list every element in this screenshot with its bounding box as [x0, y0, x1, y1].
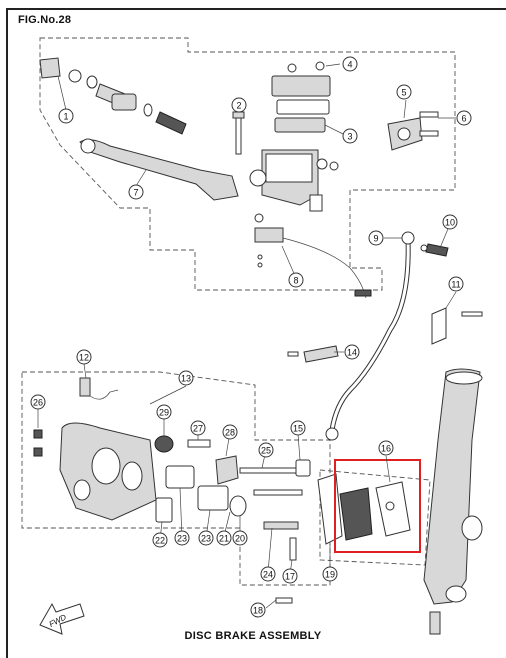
brake-switch-harness	[254, 213, 372, 299]
callout-26: 26	[30, 394, 46, 410]
callout-number: 3	[347, 132, 352, 142]
callout-number: 4	[347, 60, 352, 70]
figure-label: FIG.No.28	[18, 14, 72, 26]
highlight-box	[334, 459, 421, 553]
pad-spring-19	[317, 473, 343, 545]
callout-9: 9	[368, 230, 384, 246]
callout-number: 13	[181, 374, 191, 384]
callout-number: 10	[445, 218, 455, 228]
frame-top-rule	[6, 8, 506, 10]
callout-number: 29	[159, 408, 169, 418]
callout-number: 1	[63, 112, 68, 122]
callout-15: 15	[290, 420, 306, 436]
callout-number: 9	[373, 234, 378, 244]
callout-number: 23	[177, 534, 187, 544]
callout-number: 14	[347, 348, 357, 358]
callout-1: 1	[58, 108, 74, 124]
reservoir-cap-assembly	[271, 61, 331, 133]
caps-26	[33, 429, 43, 457]
callout-number: 19	[325, 570, 335, 580]
callout-number: 26	[33, 398, 43, 408]
caliper-body	[59, 422, 157, 521]
brake-hose	[325, 231, 415, 441]
callout-number: 2	[236, 101, 241, 111]
callout-number: 11	[451, 280, 460, 290]
callout-number: 21	[219, 534, 229, 544]
callout-8: 8	[288, 272, 304, 288]
callout-18: 18	[250, 602, 266, 618]
hose-guide-11	[431, 307, 483, 345]
callout-number: 25	[261, 446, 271, 456]
callout-number: 27	[193, 424, 203, 434]
callout-number: 28	[225, 428, 235, 438]
callout-14: 14	[344, 344, 360, 360]
callout-27: 27	[190, 420, 206, 436]
callout-6: 6	[456, 110, 472, 126]
callout-2: 2	[231, 97, 247, 113]
diagram-title: DISC BRAKE ASSEMBLY	[184, 630, 322, 642]
caliper-internals	[154, 435, 311, 604]
callout-4: 4	[342, 56, 358, 72]
callout-number: 20	[235, 534, 245, 544]
callout-10: 10	[442, 214, 458, 230]
callout-24: 24	[260, 566, 276, 582]
callout-20: 20	[232, 530, 248, 546]
callout-number: 23	[201, 534, 211, 544]
callout-19: 19	[322, 566, 338, 582]
bleeder-screw-12	[79, 377, 119, 400]
callout-11: 11	[448, 276, 464, 292]
clamp-holder	[387, 111, 439, 151]
piston-kit	[39, 57, 187, 135]
callout-16: 16	[378, 440, 394, 456]
callout-23: 23	[174, 530, 190, 546]
callout-number: 24	[263, 570, 273, 580]
callout-17: 17	[282, 568, 298, 584]
callout-number: 22	[155, 536, 165, 546]
callout-number: 17	[285, 572, 295, 582]
brake-pads-16	[339, 481, 411, 541]
callout-number: 15	[293, 424, 303, 434]
callout-3: 3	[342, 128, 358, 144]
frame-left-rule	[6, 8, 8, 658]
callout-23: 23	[198, 530, 214, 546]
callout-number: 5	[401, 88, 406, 98]
callout-5: 5	[396, 84, 412, 100]
fwd-arrow-icon	[39, 602, 85, 635]
callout-number: 18	[253, 606, 263, 616]
callout-number: 7	[133, 188, 138, 198]
callout-21: 21	[216, 530, 232, 546]
brake-lever	[79, 138, 239, 201]
banjo-bolt-10	[420, 243, 449, 257]
bolt-2	[232, 111, 245, 155]
callout-number: 6	[461, 114, 466, 124]
callout-7: 7	[128, 184, 144, 200]
callout-12: 12	[76, 349, 92, 365]
callout-number: 8	[293, 276, 298, 286]
callout-25: 25	[258, 442, 274, 458]
callout-number: 16	[381, 444, 391, 454]
callout-29: 29	[156, 404, 172, 420]
callout-22: 22	[152, 532, 168, 548]
callout-13: 13	[178, 370, 194, 386]
master-cylinder-body	[249, 149, 339, 212]
front-fork-leg	[423, 368, 483, 635]
hose-clamp-14	[287, 345, 339, 363]
master-cylinder-group-outline	[39, 37, 456, 291]
callout-number: 12	[79, 353, 89, 363]
callout-28: 28	[222, 424, 238, 440]
